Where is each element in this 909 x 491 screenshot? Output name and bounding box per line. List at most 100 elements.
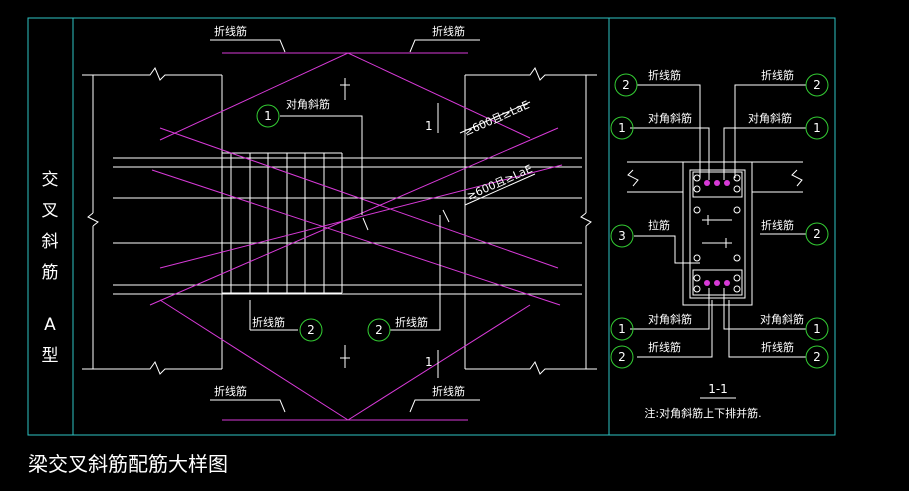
slab-break [791,169,803,187]
leader-bent-bar [409,399,480,413]
reference-circle [610,345,634,369]
leader-diagonal-bar [723,288,806,330]
longitudinal-bar [693,285,701,293]
bent-bar-label: 折线筋 [648,68,681,82]
outer-border [27,17,836,436]
bent-bar-label: 折线筋 [761,68,794,82]
leader-bent-bar [637,84,701,178]
longitudinal-bar [693,274,701,282]
anchor-length-label: ≥600且≥LaE [462,98,532,138]
elevation-view: 1 1 ≥600且≥LaE ≥600且≥LaE 折线筋 折线筋 对角斜筋 折线筋… [82,24,597,421]
side-title-char: 型 [42,346,59,366]
reference-circle [256,104,280,128]
section-marker: 1 [805,116,829,140]
reference-circle [805,116,829,140]
diagonal-bar-label: 对角斜筋 [648,312,692,326]
reference-circle [614,73,638,97]
top-bar-group [692,171,743,198]
dimension-line [459,101,531,134]
diagonal-bar-label: 对角斜筋 [286,97,330,111]
reference-number: 1 [618,322,626,336]
bent-bar-label: 折线筋 [214,384,247,398]
diagonal-bar [159,164,563,269]
leader-diagonal-bar [630,127,710,180]
section-note: 注:对角斜筋上下排并筋. [644,406,761,420]
reference-circle [299,318,323,342]
reference-circle [610,317,634,341]
drawing-title: 梁交叉斜筋配筋大样图 [28,452,228,476]
side-title-char: 筋 [42,263,59,283]
marker-1-elevation: 1 [256,104,280,128]
drawing-frame [27,17,836,436]
section-diagonal-bars [704,180,730,286]
left-column-break [87,212,99,227]
diagonal-bar-label: 对角斜筋 [648,111,692,125]
section-cut-label: 1 [425,119,433,133]
leader-bent-bar [210,399,286,413]
right-column-break [580,212,592,227]
waist-bar [733,254,741,262]
diagonal-bar [149,127,559,306]
section-leaders [630,84,806,358]
reference-circle [367,318,391,342]
reference-circle [805,73,829,97]
stirrup-outline [689,169,746,299]
bent-bar-label: 折线筋 [761,218,794,232]
diagonal-bar-dot [704,180,710,186]
section-marker: 2 [805,222,829,246]
anchor-length-label: ≥600且≥LaE [465,162,535,202]
reference-number: 2 [622,78,630,92]
bent-bar-label: 折线筋 [214,24,247,38]
longitudinal-bar [733,174,741,182]
bent-bar-label: 折线筋 [395,315,428,329]
bent-bar-label: 折线筋 [761,340,794,354]
section-marker: 1 [610,317,634,341]
bottom-bent-bar [159,299,468,421]
column-outlines [82,66,597,375]
leader-bent-bar [210,39,286,53]
reference-circle [610,116,634,140]
diagonal-bar-label: 对角斜筋 [760,312,804,326]
bent-bar-label: 折线筋 [648,340,681,354]
section-title: 1-1 [708,382,728,396]
anchor-dimensions [362,101,536,231]
reference-number: 2 [813,78,821,92]
marker-2-elevation: 2 [299,318,323,342]
section-bars [693,174,741,293]
marker-2-elevation: 2 [367,318,391,342]
reference-number: 1 [813,322,821,336]
section-marker: 2 [805,73,829,97]
right-column-top-break [465,66,597,81]
waist-bar [693,254,701,262]
longitudinal-bar [693,185,701,193]
diagonal-bar-dot [714,280,720,286]
beam-outline [682,161,753,306]
slab-break [627,169,639,187]
leader-bent-bar [637,300,713,358]
leader-bent-bar [409,39,480,53]
section-marker: 1 [805,317,829,341]
stirrups [222,152,343,294]
beam-longitudinal-bars [113,157,582,295]
side-title: 交 叉 斜 筋 A 型 [42,170,59,366]
tie-bar-label: 拉筋 [648,218,670,232]
section-cut-markers [340,78,439,378]
right-column-bottom-break [465,360,597,375]
reference-number: 1 [264,109,272,123]
section-marker: 1 [610,116,634,140]
beam-section [682,161,753,306]
bent-bar-label: 折线筋 [432,24,465,38]
diagonal-bar-label: 对角斜筋 [748,111,792,125]
diagonal-bar-dot [714,180,720,186]
leader-bent-bar [734,84,806,178]
top-bent-bar [159,52,468,141]
reference-circle [805,345,829,369]
reference-circle [805,222,829,246]
leader-lines [210,39,480,413]
side-title-char: 交 [42,170,59,190]
section-marker: 2 [614,73,638,97]
dimension-tick [362,217,369,231]
reference-number: 1 [813,121,821,135]
diagonal-bar-dot [724,280,730,286]
dimension-line [464,173,536,206]
